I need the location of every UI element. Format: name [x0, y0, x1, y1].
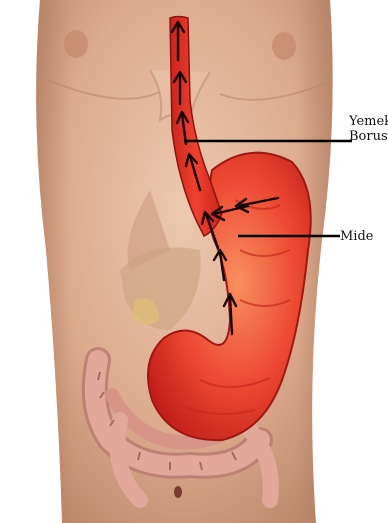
stomach-label: Mide	[340, 229, 373, 244]
esophagus-label-line-1: Yemek	[349, 114, 388, 129]
esophagus-label-line-2: Borusu	[349, 129, 388, 144]
left-nipple	[64, 30, 88, 58]
esophagus-label: Yemek Borusu	[349, 114, 388, 144]
navel	[174, 486, 182, 498]
right-nipple	[272, 32, 296, 60]
